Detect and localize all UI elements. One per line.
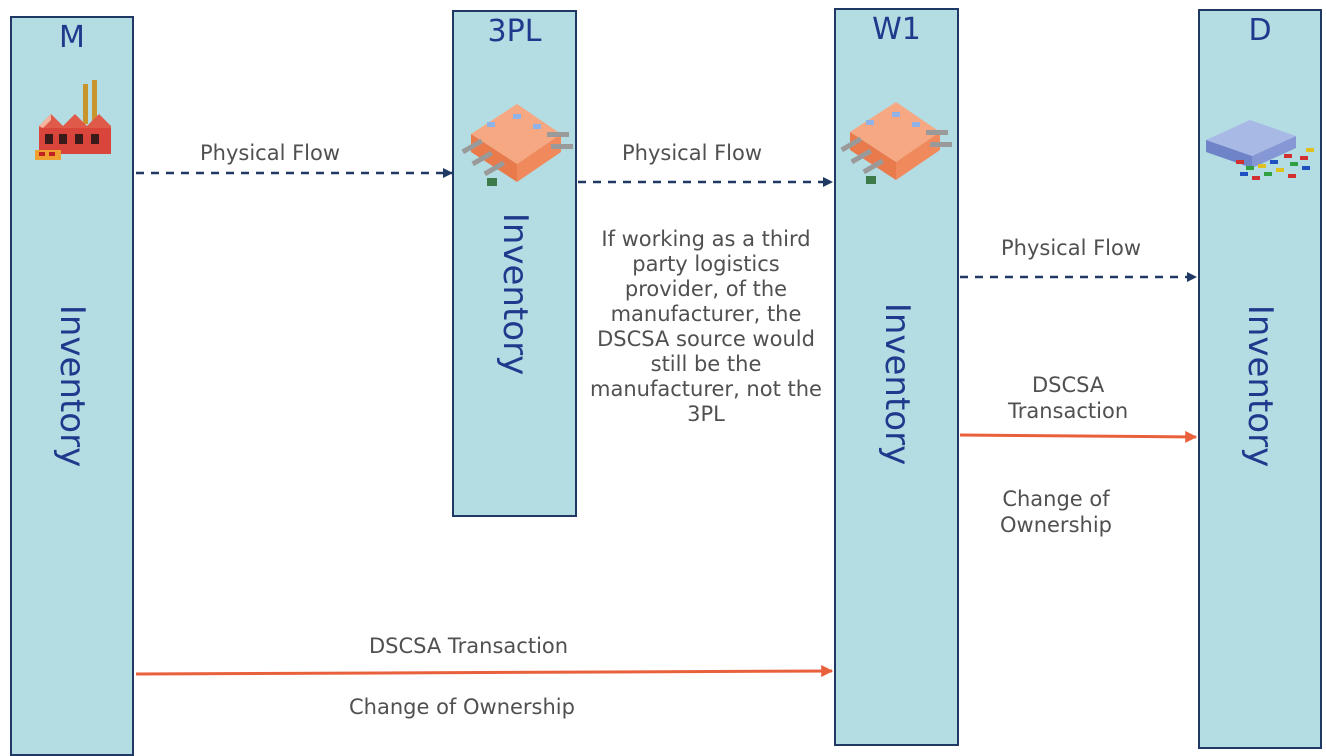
lane-w1-code: W1 <box>872 12 921 47</box>
transaction-label-m-to-w1: DSCSA Transaction <box>369 634 569 658</box>
ownership-label-w1-to-d: Change of Ownership <box>1000 487 1112 537</box>
ownership-label-m-to-w1: Change of Ownership <box>349 695 575 719</box>
transaction-label-w1-to-d: DSCSA Transaction <box>1008 373 1129 423</box>
warehouse-icon <box>840 102 952 184</box>
lane-d-code: D <box>1248 13 1272 48</box>
transaction-arrow-w1-to-d <box>959 430 1198 443</box>
transaction-arrow-m-to-w1 <box>135 665 834 678</box>
lane-3pl-code: 3PL <box>487 14 542 49</box>
physical-flow-label-m-to-3pl: Physical Flow <box>200 141 341 165</box>
warehouse-icon <box>461 104 573 186</box>
lane-m-code: M <box>59 20 85 55</box>
physical-flow-label-3pl-to-w1: Physical Flow <box>622 141 763 165</box>
factory-icon <box>35 80 111 160</box>
lane-3pl: 3PL Inventory <box>452 10 577 517</box>
physical-flow-label-w1-to-d: Physical Flow <box>1001 236 1142 260</box>
3pl-note: If working as a third party logistics pr… <box>590 227 822 426</box>
distribution-center-icon <box>1206 120 1314 180</box>
